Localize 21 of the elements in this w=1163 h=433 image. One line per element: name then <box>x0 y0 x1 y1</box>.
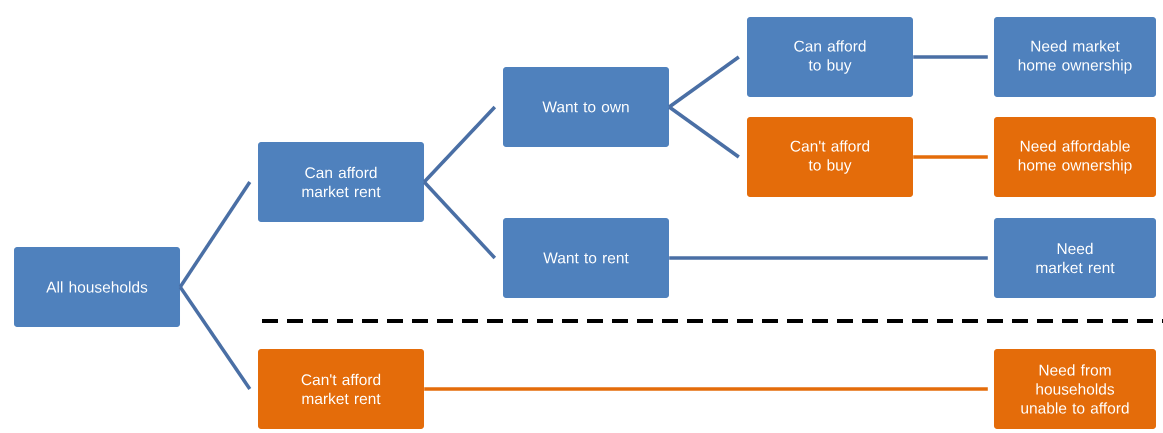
connector-line <box>669 256 988 260</box>
decision-box: Can afford market rent <box>258 142 424 222</box>
connector-line <box>178 286 252 390</box>
connector-line <box>424 387 988 391</box>
decision-box: Need market rent <box>994 218 1156 298</box>
decision-box: Need from households unable to afford <box>994 349 1156 429</box>
decision-box: Can't afford to buy <box>747 117 913 197</box>
decision-box: All households <box>14 247 180 327</box>
decision-box: Want to rent <box>503 218 669 298</box>
decision-box: Need market home ownership <box>994 17 1156 97</box>
connector-line <box>913 155 988 159</box>
decision-box: Need affordable home ownership <box>994 117 1156 197</box>
connector-line <box>422 180 497 260</box>
connector-line <box>913 55 988 59</box>
connector-line <box>178 181 252 288</box>
connector-line <box>668 55 740 109</box>
connector-line <box>668 105 740 159</box>
decision-box: Want to own <box>503 67 669 147</box>
decision-box: Can't afford market rent <box>258 349 424 429</box>
decision-box: Can afford to buy <box>747 17 913 97</box>
connector-line <box>422 105 497 184</box>
